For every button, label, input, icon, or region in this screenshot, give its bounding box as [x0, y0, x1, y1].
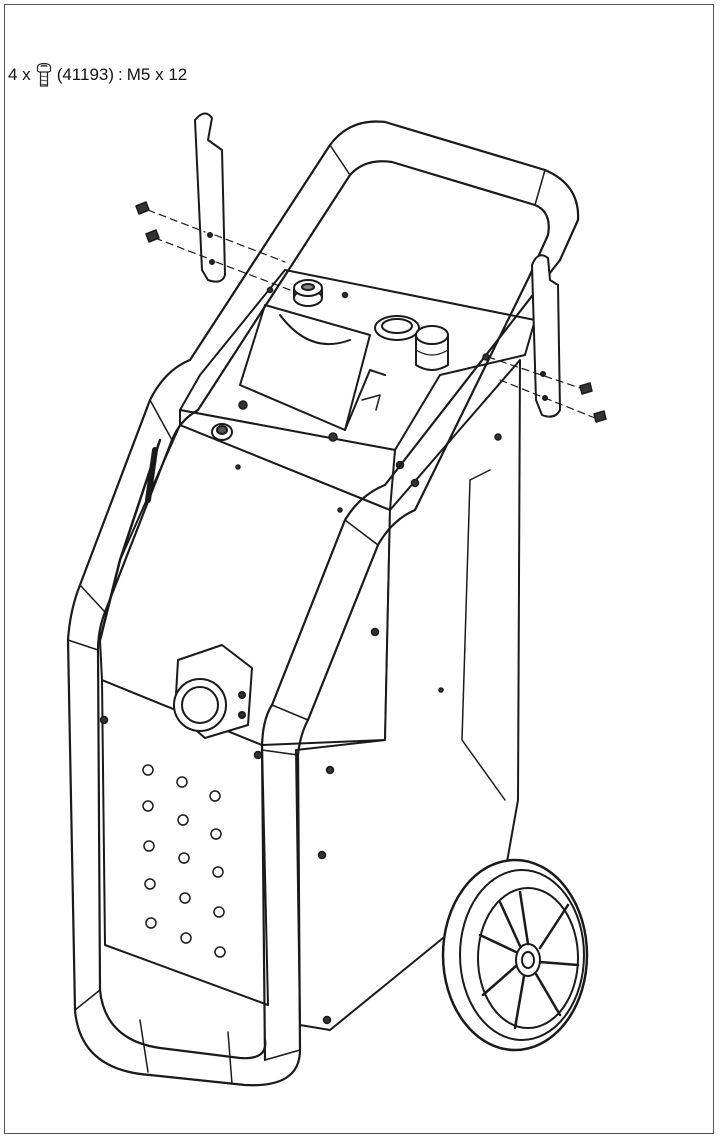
explode-guides	[147, 209, 596, 419]
gauge	[374, 315, 420, 341]
wheel	[441, 858, 589, 1052]
tube-frame	[66, 120, 580, 1087]
screw-part-code: (41193)	[56, 65, 115, 84]
connector-socket	[173, 644, 253, 739]
vent-holes	[142, 764, 226, 958]
screw-size: M5 x 12	[126, 65, 188, 84]
deck-cover	[239, 304, 386, 431]
bracket-left	[194, 112, 226, 283]
screw-spec-caption: 4 x (41193) : M5 x 12	[8, 62, 187, 88]
bracket-right	[531, 254, 561, 418]
filler-cap-left	[293, 279, 323, 307]
exploded-screws	[135, 201, 607, 423]
filler-cap-right	[415, 325, 449, 371]
caption-separator: :	[118, 65, 123, 84]
screw-icon	[36, 62, 51, 87]
right-side-panel	[295, 359, 521, 1031]
deck-screws	[238, 286, 420, 488]
side-knob	[211, 423, 233, 441]
screw-quantity: 4 x	[8, 65, 31, 84]
